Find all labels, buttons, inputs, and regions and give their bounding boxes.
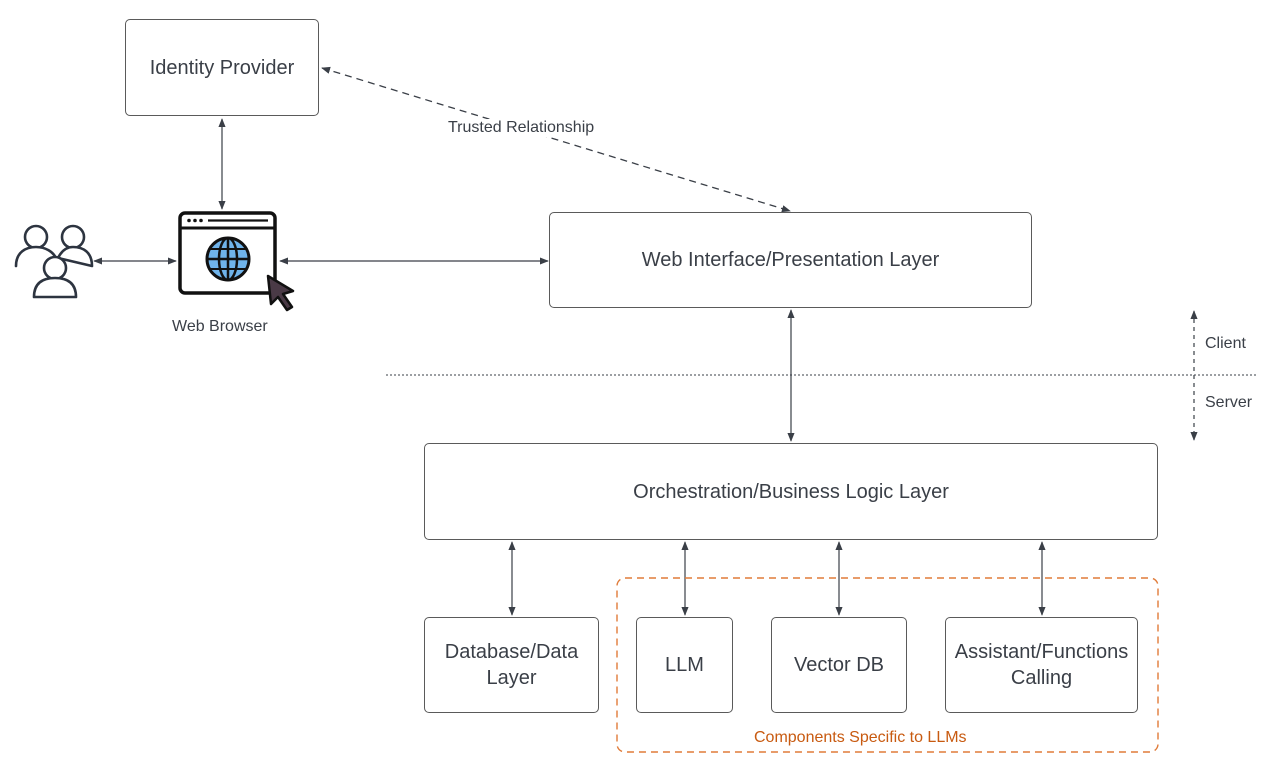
client-label: Client xyxy=(1205,335,1246,352)
identity-provider-label: Identity Provider xyxy=(149,56,295,79)
database-label: Database/Data Layer xyxy=(444,641,579,689)
trusted-relationship-connector xyxy=(321,66,791,213)
web-interface-node: Web Interface/Presentation Layer xyxy=(549,212,1032,308)
web-interface-label: Web Interface/Presentation Layer xyxy=(641,249,940,271)
server-label: Server xyxy=(1205,394,1253,411)
cursor-icon xyxy=(266,274,295,312)
identity-provider-node: Identity Provider xyxy=(125,19,319,116)
users-icon xyxy=(14,224,94,299)
llm-group-label: Components Specific to LLMs xyxy=(754,729,967,746)
llm-label: LLM xyxy=(665,654,704,676)
orchestration-node: Orchestration/Business Logic Layer xyxy=(424,443,1158,540)
database-node: Database/Data Layer xyxy=(424,617,599,713)
llm-node: LLM xyxy=(636,617,733,713)
llm-components-group xyxy=(616,577,1159,753)
assistant-node: Assistant/Functions Calling xyxy=(945,617,1138,713)
web-browser-label: Web Browser xyxy=(172,318,268,335)
assistant-label: Assistant/Functions Calling xyxy=(954,641,1129,689)
orchestration-label: Orchestration/Business Logic Layer xyxy=(633,480,949,503)
trusted-relationship-label: Trusted Relationship xyxy=(446,119,597,137)
vector-db-node: Vector DB xyxy=(771,617,907,713)
vector-db-label: Vector DB xyxy=(793,654,885,676)
browser-globe-icon xyxy=(178,211,277,295)
